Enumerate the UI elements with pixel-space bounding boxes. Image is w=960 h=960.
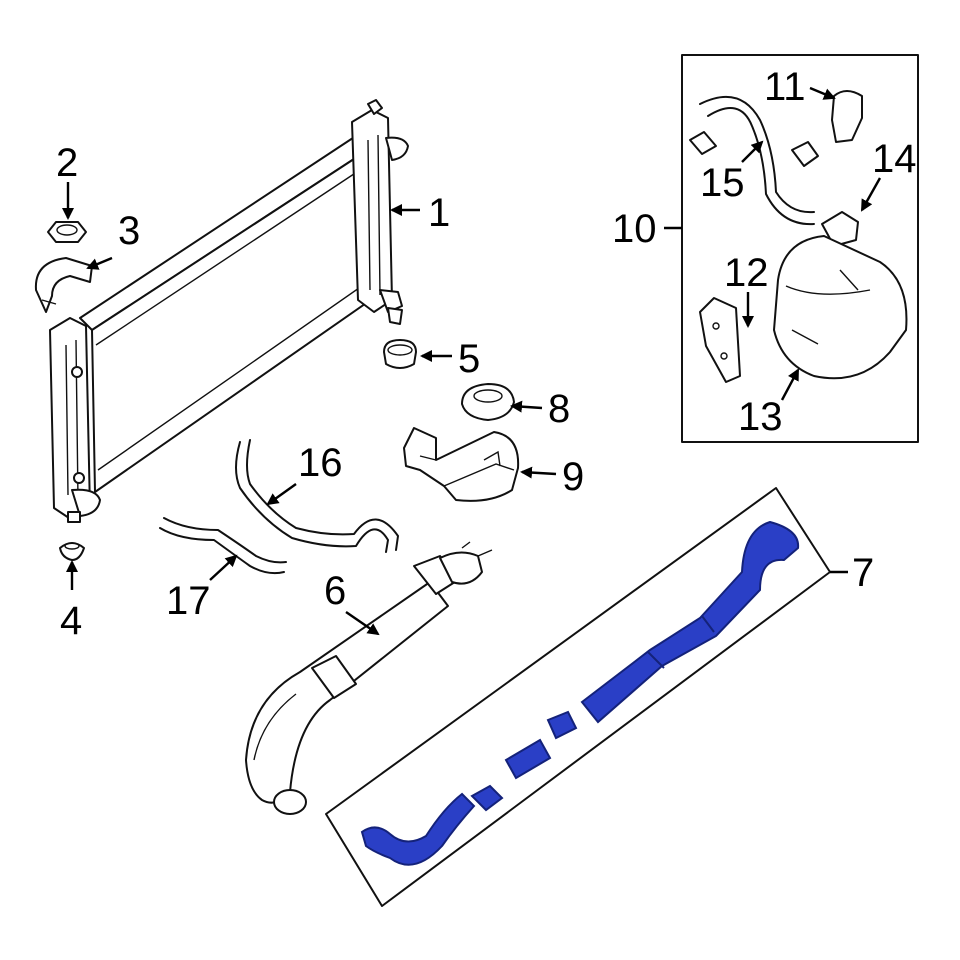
hose-lower-left: [360, 792, 476, 866]
callout-4: 4: [60, 599, 82, 643]
radiator: [49, 99, 409, 523]
lower-insulator: [59, 542, 85, 561]
callout-16: 16: [298, 441, 343, 485]
callout-5: 5: [458, 337, 480, 381]
callout-labels: 1 2 3 4 5 6 7 8 9 10 11 12 13 14 15 16 1…: [56, 65, 917, 643]
hose-joint: [504, 738, 552, 780]
highlighted-hoses: [360, 520, 800, 866]
bracket-clamp: [34, 257, 93, 313]
radiator-cap: [461, 383, 515, 421]
air-guide-bracket: [403, 427, 520, 502]
reservoir-parts: [689, 90, 908, 383]
upper-insulator: [383, 339, 417, 369]
hose-main: [580, 520, 800, 724]
callout-3: 3: [118, 209, 140, 253]
callout-15: 15: [700, 161, 745, 205]
callout-8: 8: [548, 387, 570, 431]
hose-17: [159, 517, 287, 575]
upper-hose: [245, 541, 493, 815]
nut: [47, 221, 87, 243]
callout-11: 11: [764, 65, 806, 109]
callout-1: 1: [428, 191, 450, 235]
callout-2: 2: [56, 141, 78, 185]
callout-6: 6: [324, 569, 346, 613]
clamp-b: [546, 710, 578, 740]
reservoir-box: [681, 54, 919, 443]
callout-10: 10: [612, 207, 657, 251]
hose-16: [235, 439, 399, 553]
leader-lines: [62, 86, 882, 636]
callout-14: 14: [872, 137, 917, 181]
callout-13: 13: [738, 395, 783, 439]
clamp-a: [470, 784, 504, 812]
callout-12: 12: [724, 251, 769, 295]
callout-7: 7: [852, 551, 874, 595]
callout-9: 9: [562, 455, 584, 499]
callout-17: 17: [166, 579, 211, 623]
